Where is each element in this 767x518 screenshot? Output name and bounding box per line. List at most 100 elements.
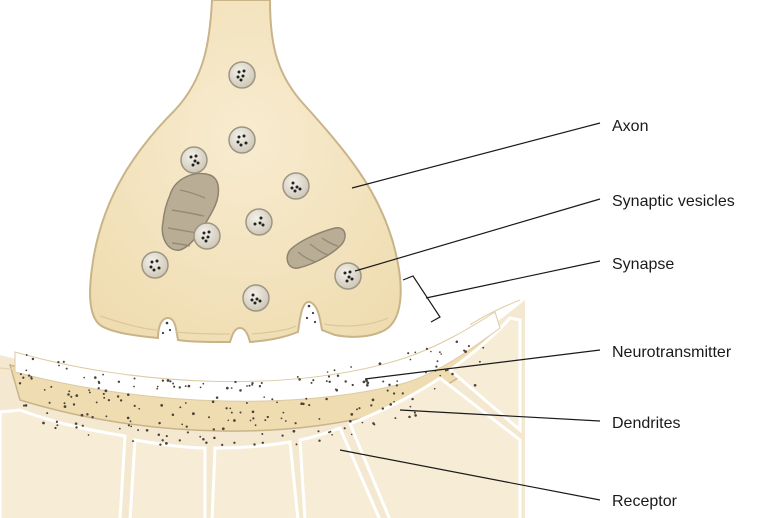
neurotransmitter-dot	[63, 361, 65, 363]
synapse-bracket	[403, 261, 600, 322]
neurotransmitter-dot	[387, 390, 389, 392]
neurotransmitter-dot	[28, 374, 30, 376]
neurotransmitter-dot	[165, 442, 168, 445]
synaptic-vesicle	[243, 285, 269, 311]
neurotransmitter-dot	[251, 382, 253, 384]
synaptic-vesicle	[335, 263, 361, 289]
neurotransmitter-dot	[138, 408, 140, 410]
neurotransmitter-dot	[162, 439, 164, 441]
neurotransmitter-dot	[372, 422, 374, 424]
neurotransmitter-dot	[57, 361, 59, 363]
neurotransmitter-dot	[271, 398, 273, 400]
neurotransmitter-dot	[199, 436, 201, 438]
neurotransmitter-dot	[130, 420, 132, 422]
neurotransmitter-dot	[281, 434, 283, 436]
neurotransmitter-dot	[202, 383, 204, 385]
neurotransmitter-dot	[463, 349, 465, 351]
dendrite-cell-3	[212, 442, 298, 518]
neurotransmitter-dot	[132, 440, 134, 442]
neurotransmitter-dot	[98, 387, 100, 389]
neurotransmitter-dot	[344, 427, 346, 429]
neurotransmitter-dot	[179, 386, 181, 388]
neurotransmitter-dot	[366, 382, 369, 385]
neurotransmitter-dot	[192, 412, 195, 415]
neurotransmitter-dot	[393, 401, 395, 403]
neurotransmitter-dot	[225, 407, 227, 409]
neurotransmitter-dot	[181, 424, 183, 426]
neurotransmitter-dot	[318, 418, 320, 420]
neurotransmitter-dot	[430, 351, 432, 353]
neurotransmitter-dot	[263, 396, 265, 398]
neurotransmitter-dot	[351, 434, 353, 436]
neurotransmitter-dot	[328, 375, 330, 377]
neurotransmitter-dot	[239, 411, 241, 413]
neurotransmitter-dot	[98, 381, 100, 383]
neurotransmitter-dot	[264, 419, 266, 421]
neurotransmitter-dot	[185, 385, 187, 387]
neurotransmitter-dot	[162, 379, 164, 381]
neurotransmitter-dot	[437, 360, 439, 362]
neurotransmitter-dot	[133, 377, 135, 379]
neurotransmitter-dot	[127, 417, 130, 420]
neurotransmitter-dot	[88, 389, 90, 391]
neurotransmitter-dot	[344, 380, 346, 382]
neurotransmitter-dot	[328, 431, 330, 433]
neurotransmitter-dot	[382, 407, 384, 409]
neurotransmitter-dot	[86, 413, 88, 415]
neurotransmitter-dot	[172, 383, 174, 385]
neurotransmitter-dot	[293, 430, 296, 433]
neurotransmitter-dot	[22, 377, 24, 379]
neurotransmitter-dot	[358, 407, 360, 409]
neurotransmitter-dot	[81, 414, 84, 417]
neurotransmitter-dot	[327, 371, 329, 373]
neurotransmitter-dot	[229, 408, 231, 410]
neurotransmitter-dot	[68, 390, 70, 392]
neurotransmitter-dot	[482, 347, 484, 349]
neurotransmitter-dot	[75, 422, 78, 425]
neurotransmitter-dot	[231, 412, 233, 414]
neurotransmitter-dot	[42, 422, 45, 425]
neurotransmitter-dot	[159, 443, 161, 445]
neurotransmitter-dot	[231, 387, 233, 389]
neurotransmitter-dot	[434, 388, 436, 390]
neurotransmitter-dot	[179, 439, 181, 441]
neurotransmitter-dot	[226, 387, 229, 390]
neurotransmitter-dot	[75, 394, 78, 397]
neurotransmitter-dot	[388, 384, 390, 386]
neurotransmitter-dot	[259, 385, 261, 387]
neurotransmitter-dot	[64, 402, 66, 404]
neurotransmitter-dot	[208, 416, 210, 418]
synaptic-vesicles-label: Synaptic vesicles	[612, 193, 735, 210]
neurotransmitter-dot	[212, 400, 215, 403]
neurotransmitter-dot	[185, 402, 187, 404]
neurotransmitter-dot	[252, 417, 254, 419]
neurotransmitter-dot	[311, 382, 313, 384]
neurotransmitter-dot	[337, 375, 339, 377]
neurotransmitter-dot	[83, 377, 85, 379]
neurotransmitter-dot	[103, 397, 105, 399]
neurotransmitter-dot	[117, 395, 119, 397]
neurotransmitter-dot	[70, 396, 72, 398]
synaptic-vesicle	[181, 147, 207, 173]
neurotransmitter-dot	[439, 375, 441, 377]
neurotransmitter-label: Neurotransmitter	[612, 344, 732, 361]
neurotransmitter-dot	[297, 376, 299, 378]
neurotransmitter-dot	[130, 426, 132, 428]
neurotransmitter-dot	[318, 439, 320, 441]
neurotransmitter-dot	[305, 398, 307, 400]
neurotransmitter-dot	[158, 422, 160, 424]
neurotransmitter-dot	[326, 380, 328, 382]
neurotransmitter-dot	[167, 379, 170, 382]
neurotransmitter-dot	[325, 398, 328, 401]
neurotransmitter-dot	[44, 389, 46, 391]
neurotransmitter-dot	[456, 340, 459, 343]
neurotransmitter-dot	[64, 405, 67, 408]
neurotransmitter-dot	[54, 427, 56, 429]
neurotransmitter-dot	[108, 399, 110, 401]
neurotransmitter-dot	[370, 404, 372, 406]
neurotransmitter-dot	[407, 352, 409, 354]
neurotransmitter-dot	[88, 434, 90, 436]
neurotransmitter-dot	[435, 366, 437, 368]
neurotransmitter-dot	[246, 402, 248, 404]
